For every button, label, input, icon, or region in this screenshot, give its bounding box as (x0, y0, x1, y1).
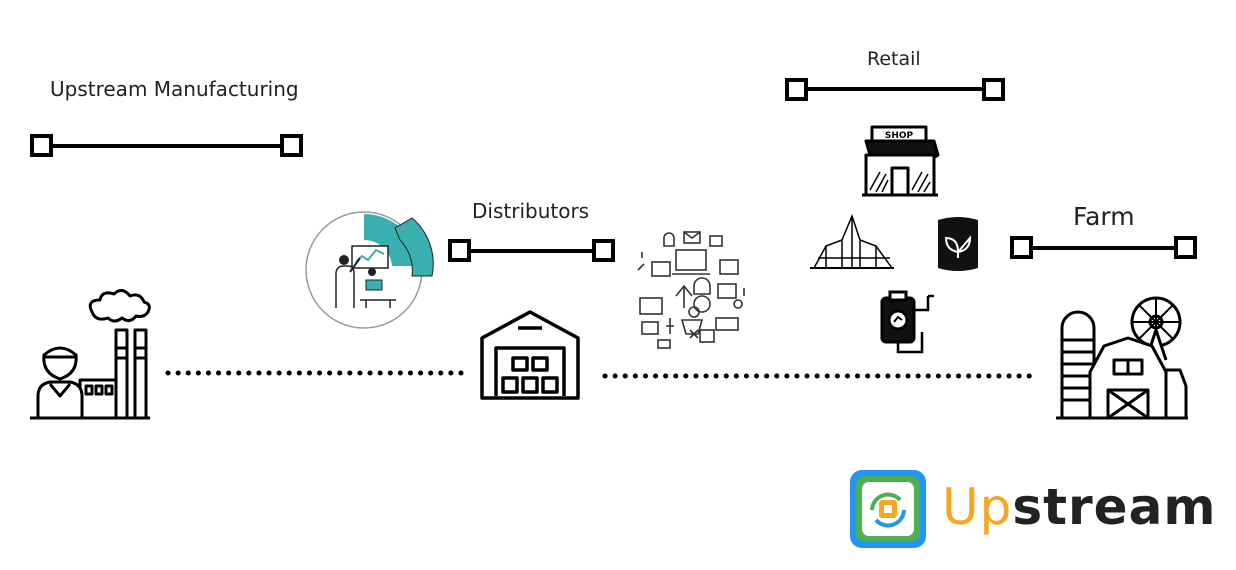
bar-upstream-manufacturing (30, 134, 303, 157)
farm-barn-icon (1056, 296, 1188, 420)
factory-icon (30, 289, 151, 420)
seed-bag-icon (938, 217, 978, 271)
bar-distributors (448, 239, 615, 262)
label-retail: Retail (867, 48, 921, 70)
shop-icon (862, 125, 940, 197)
label-upstream-manufacturing: Upstream Manufacturing (50, 77, 299, 101)
analytics-illustration (305, 211, 434, 329)
silo-icon (810, 213, 894, 269)
bar-retail (785, 78, 1005, 101)
upstream-logo-icon (850, 470, 926, 548)
brand-name-stream: stream (1012, 478, 1217, 536)
label-distributors: Distributors (472, 199, 590, 223)
bar-farm (1010, 236, 1197, 259)
brand-name: Upstream (942, 478, 1216, 536)
fertilizer-tank-icon (880, 290, 934, 354)
digital-network-illustration (637, 231, 754, 350)
brand-name-up: Up (942, 478, 1013, 536)
warehouse-icon (480, 310, 580, 400)
shop-sign-text: SHOP (885, 131, 914, 141)
label-farm: Farm (1073, 202, 1135, 231)
